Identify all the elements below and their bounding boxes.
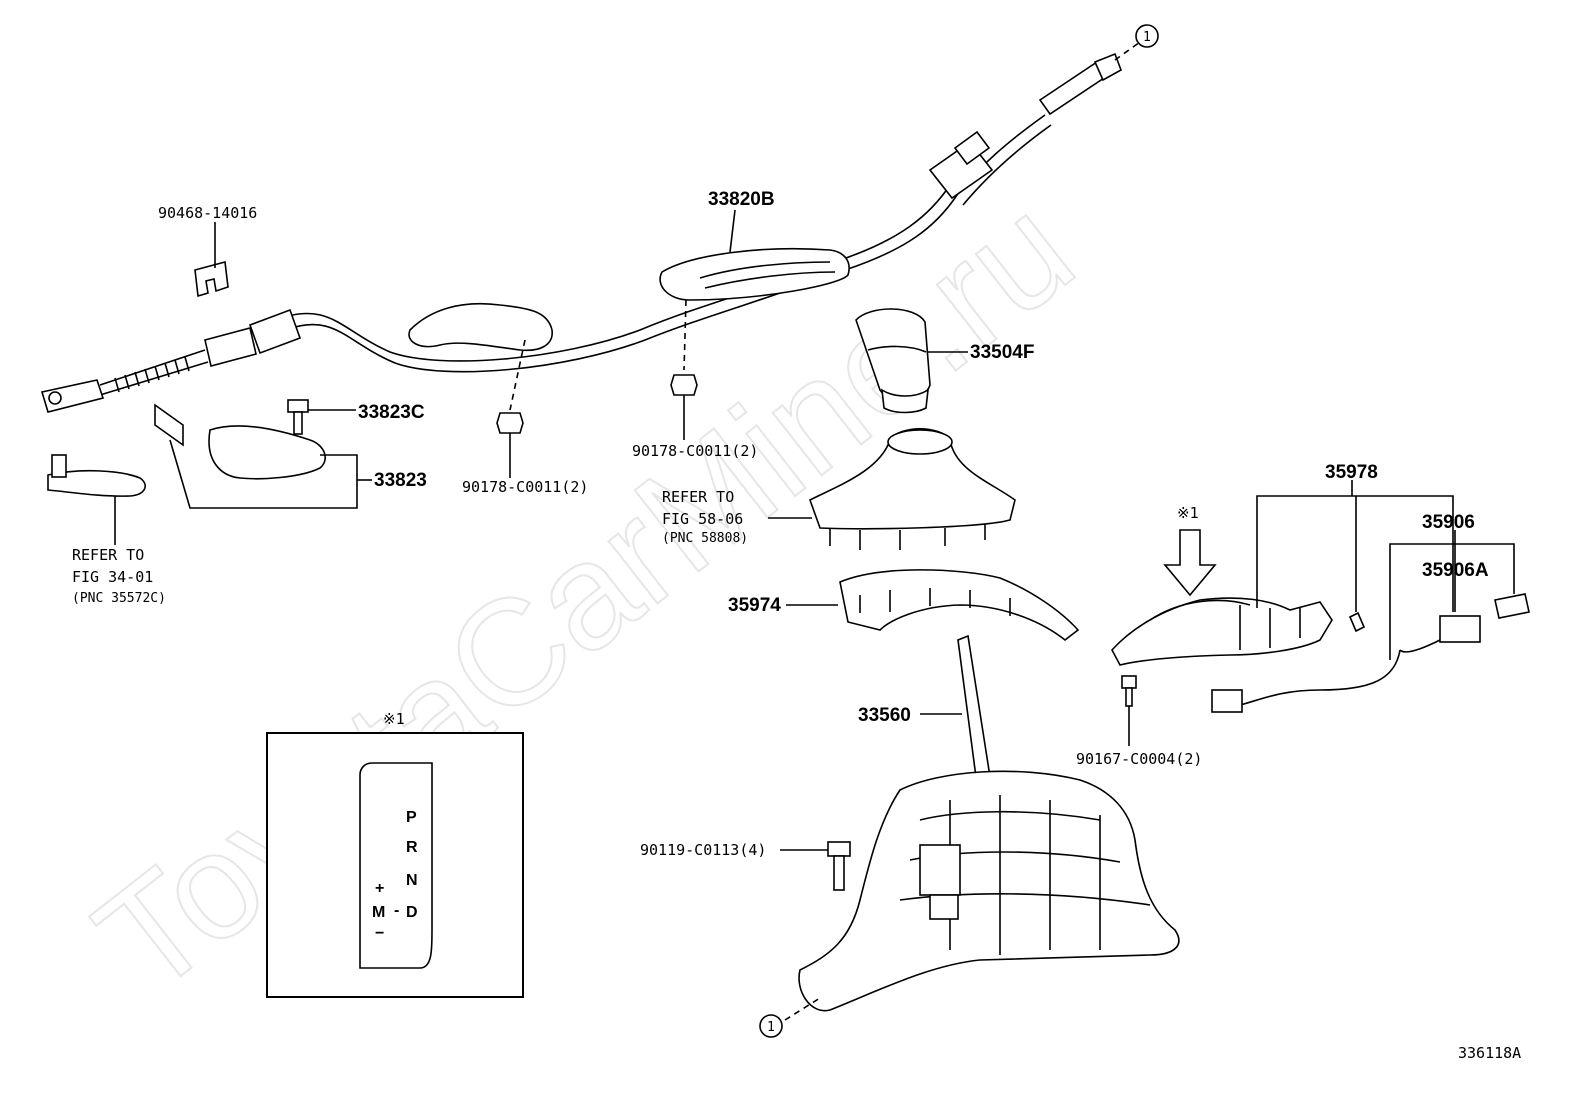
lever-arm: [47, 469, 146, 497]
label-33560: 33560: [858, 705, 911, 726]
cable-grommet: [248, 308, 302, 355]
circle-ref-bottom-number: 1: [767, 1020, 775, 1035]
eyelet-hole: [48, 391, 62, 405]
cable-socket-ring: [953, 130, 991, 166]
bolt-90119-shank: [833, 855, 845, 891]
label-90167: 90167-C0004(2): [1076, 750, 1202, 768]
shift-knob-base: [881, 388, 929, 414]
harness-connector: [1211, 689, 1243, 713]
refer58-line3: (PNC 58808): [662, 531, 748, 546]
label-33823: 33823: [374, 470, 427, 491]
indicator-housing: [839, 569, 1080, 642]
shift-lever-base: [798, 770, 1180, 1012]
figure-number: 336118A: [1458, 1044, 1521, 1062]
label-35974: 35974: [728, 595, 781, 616]
gear-plus: +: [375, 880, 384, 897]
circle-ref-top-number: 1: [1143, 30, 1151, 45]
label-90468: 90468-14016: [158, 204, 257, 222]
clip-90468: [194, 260, 229, 298]
solenoid-connector: [929, 894, 959, 920]
bracket-33823: [208, 425, 326, 480]
gear-dash: -: [394, 902, 399, 919]
clip-35906a: [1494, 593, 1530, 619]
label-90178-b: 90178-C0011(2): [632, 442, 758, 460]
label-33504f: 33504F: [970, 342, 1034, 363]
solenoid: [919, 844, 961, 896]
nut-90178-a: [496, 412, 524, 434]
gear-n: N: [406, 872, 418, 889]
refer34-line2: FIG 34-01: [72, 568, 153, 586]
cable-bracket: [659, 247, 850, 301]
indicator-unit: [1111, 597, 1333, 666]
cable-rod-end: [1093, 52, 1122, 82]
note-mark-arrow: ※1: [1177, 504, 1199, 522]
gear-m: M: [372, 904, 385, 921]
label-35906: 35906: [1422, 512, 1475, 533]
connector-35906: [1439, 615, 1481, 643]
shift-gate-plate: [359, 762, 433, 969]
refer58-line1: REFER TO: [662, 488, 734, 506]
bolt-90119-head: [827, 841, 851, 857]
circle-ref-bottom: [759, 1014, 783, 1038]
bracket-33823-tab: [154, 403, 184, 447]
label-33820b: 33820B: [708, 189, 775, 210]
small-clip: [1348, 611, 1366, 633]
cable-clamp: [408, 302, 553, 352]
note-mark-inset: ※1: [383, 710, 405, 728]
gear-d: D: [406, 904, 418, 921]
refer58-line2: FIG 58-06: [662, 510, 743, 528]
shift-boot-panel: [809, 428, 1016, 530]
screw-90167-head: [1121, 675, 1137, 689]
label-35906a: 35906A: [1422, 560, 1489, 581]
label-90178-a: 90178-C0011(2): [462, 478, 588, 496]
shift-cable-assembly: 1: [40, 24, 1159, 413]
gear-r: R: [406, 839, 418, 856]
bolt-33823c-head: [287, 399, 309, 413]
screw-90167-shank: [1125, 687, 1133, 707]
gear-p: P: [406, 809, 417, 826]
label-33823c: 33823C: [358, 402, 425, 423]
circle-ref-top: [1135, 24, 1159, 48]
cable-boot: [204, 327, 257, 367]
bolt-33823c-shank: [293, 411, 303, 435]
view-arrow: [1163, 529, 1217, 597]
lever-pin: [51, 454, 67, 478]
gear-minus: −: [375, 925, 384, 942]
label-90119: 90119-C0113(4): [640, 841, 766, 859]
nut-90178-b: [670, 374, 698, 396]
label-35978: 35978: [1325, 462, 1378, 483]
refer34-line1: REFER TO: [72, 546, 144, 564]
boot-opening: [887, 429, 953, 455]
refer34-line3: (PNC 35572C): [72, 591, 166, 606]
